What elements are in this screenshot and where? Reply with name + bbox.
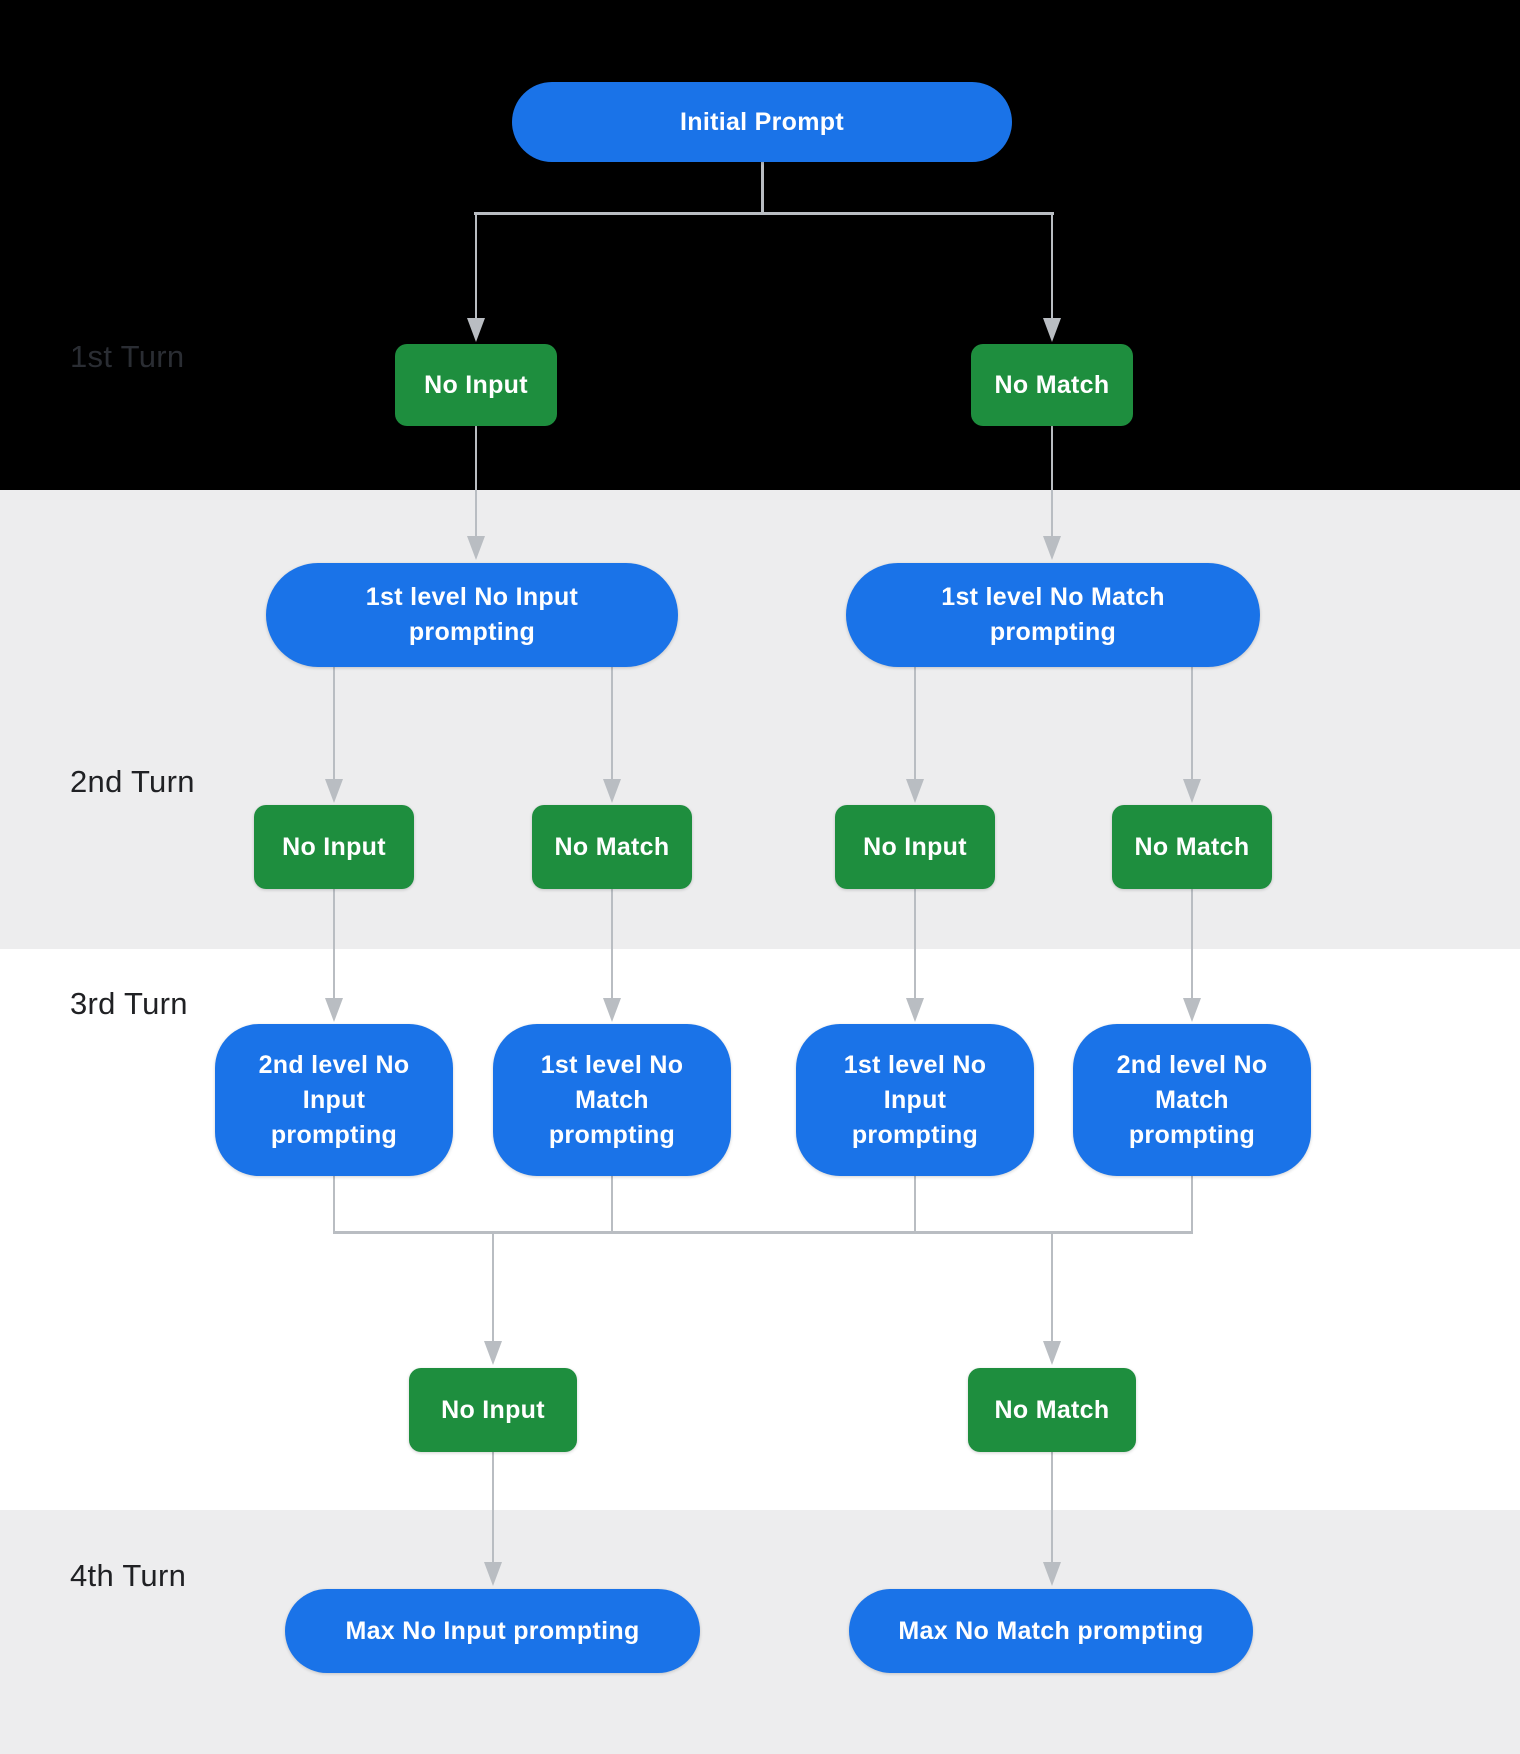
node-turn2-event-no-input-2: No Input [835,805,995,889]
arrowhead-icon [603,779,621,803]
connector-line [611,889,613,1000]
turn-label-2: 2nd Turn [70,764,195,799]
connector-line [333,667,335,781]
turn-label-1: 1st Turn [70,339,185,374]
arrowhead-icon [1043,1562,1061,1586]
connector-line [914,1176,916,1234]
band-turn1-dark [0,0,1520,490]
node-turn3-event-no-match: No Match [968,1368,1136,1452]
connector-line [1051,1234,1053,1343]
node-turn1-no-input: No Input [395,344,557,426]
connector-line [1051,213,1053,320]
connector-line [492,1452,494,1564]
connector-line [760,162,764,214]
connector-line [611,1176,613,1234]
connector-line [914,889,916,1000]
band-turn2-gray [0,490,1520,949]
turn-label-4: 4th Turn [70,1558,187,1593]
turn-label-3: 3rd Turn [70,986,188,1021]
connector-line [1191,889,1193,1000]
arrowhead-icon [906,998,924,1022]
node-initial-prompt: Initial Prompt [512,82,1012,162]
connector-line [914,667,916,781]
connector-line [333,1176,335,1234]
connector-line [1191,1176,1193,1234]
node-turn3-2nd-no-match-prompting: 2nd level No Match prompting [1073,1024,1311,1176]
arrowhead-icon [325,779,343,803]
arrowhead-icon [906,779,924,803]
band-turn4-gray [0,1510,1520,1754]
connector-line [475,426,477,538]
connector-line [492,1234,494,1343]
connector-line [1051,426,1053,538]
connector-line [333,889,335,1000]
arrowhead-icon [484,1341,502,1365]
arrowhead-icon [1043,318,1061,342]
node-turn2-event-no-match-2: No Match [1112,805,1272,889]
node-turn3-event-no-input: No Input [409,1368,577,1452]
arrowhead-icon [467,318,485,342]
arrowhead-icon [1043,536,1061,560]
node-turn3-1st-no-match-prompting: 1st level No Match prompting [493,1024,731,1176]
connector-line [333,1231,1193,1234]
arrowhead-icon [603,998,621,1022]
connector-line [1191,667,1193,781]
node-turn2-event-no-input-1: No Input [254,805,414,889]
arrowhead-icon [484,1562,502,1586]
node-max-no-match-prompting: Max No Match prompting [849,1589,1253,1673]
node-turn3-1st-no-input-prompting: 1st level No Input prompting [796,1024,1034,1176]
arrowhead-icon [325,998,343,1022]
node-turn2-event-no-match-1: No Match [532,805,692,889]
node-turn2-no-match-prompting: 1st level No Match prompting [846,563,1260,667]
node-max-no-input-prompting: Max No Input prompting [285,1589,700,1673]
arrowhead-icon [467,536,485,560]
arrowhead-icon [1183,998,1201,1022]
connector-line [611,667,613,781]
arrowhead-icon [1043,1341,1061,1365]
connector-line [475,213,477,320]
node-turn3-2nd-no-input-prompting: 2nd level No Input prompting [215,1024,453,1176]
arrowhead-icon [1183,779,1201,803]
node-turn1-no-match: No Match [971,344,1133,426]
connector-line [1051,1452,1053,1564]
node-turn2-no-input-prompting: 1st level No Input prompting [266,563,678,667]
connector-line [474,212,1054,215]
